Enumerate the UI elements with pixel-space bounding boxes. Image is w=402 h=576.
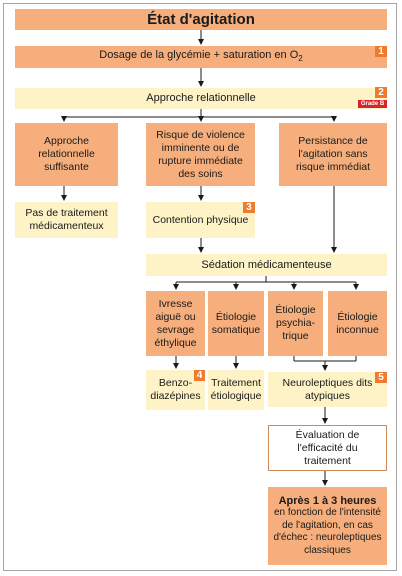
diagram-frame [3, 3, 397, 571]
step-tag-4: 4 [194, 370, 205, 381]
sedation-text: Sédation médicamenteuse [201, 258, 332, 271]
glycemia-text: Dosage de la glycémie + saturation en O2 [99, 48, 303, 64]
etiology-somatic-box: Étiologie somatique [208, 291, 264, 356]
etiology-psychiatric-box: Étiologie psychia-trique [268, 291, 323, 356]
sedation-box: Sédation médicamenteuse [146, 254, 387, 276]
physical-restraint-box: Contention physique [146, 202, 255, 238]
step-tag-2: 2 [375, 87, 387, 98]
neuroleptics-box: Neuroleptiques dits atypiques [268, 372, 387, 407]
etiologic-treatment-text: Traitement étiologique [210, 377, 262, 402]
etiology-somatic-text: Étiologie somatique [211, 310, 261, 336]
persistent-agitation-box: Persistance de l'agitation sans risque i… [279, 123, 387, 186]
glycemia-box: Dosage de la glycémie + saturation en O2 [15, 46, 387, 68]
step-tag-5: 5 [375, 372, 387, 383]
evaluation-text: Évaluation de l'efficacité du traitement [295, 428, 360, 467]
relational-approach-box: Approche relationnelle [15, 88, 387, 109]
step-tag-1: 1 [375, 46, 387, 57]
physical-restraint-text: Contention physique [152, 213, 249, 226]
benzodiazepines-text: Benzo-diazépines [150, 377, 201, 402]
relational-approach-text: Approche relationnelle [146, 92, 256, 104]
etiologic-treatment-box: Traitement étiologique [208, 370, 264, 410]
title-text: État d'agitation [147, 11, 255, 28]
etiology-alcohol-box: Ivresse aiguë ou sevrage éthylique [146, 291, 205, 356]
step-tag-3: 3 [243, 202, 255, 213]
etiology-unknown-text: Étiologie inconnue [336, 310, 379, 336]
etiology-unknown-box: Étiologie inconnue [328, 291, 387, 356]
neuroleptics-text: Neuroleptiques dits atypiques [282, 376, 373, 402]
persistent-agitation-text: Persistance de l'agitation sans risque i… [295, 135, 371, 173]
violence-risk-text: Risque de violence imminente ou de ruptu… [156, 128, 245, 180]
final-text: en fonction de l'intensité de l'agitatio… [273, 507, 382, 556]
title-box: État d'agitation [15, 9, 387, 30]
etiology-alcohol-text: Ivresse aiguë ou sevrage éthylique [154, 297, 197, 349]
relational-sufficient-box: Approche relationnelle suffisante [15, 123, 118, 186]
no-medication-text: Pas de traitement médicamenteux [25, 207, 108, 232]
violence-risk-box: Risque de violence imminente ou de ruptu… [146, 123, 255, 186]
no-medication-box: Pas de traitement médicamenteux [15, 202, 118, 238]
final-box: Après 1 à 3 heures en fonction de l'inte… [268, 487, 387, 565]
grade-badge: Grade B [358, 100, 387, 108]
evaluation-box: Évaluation de l'efficacité du traitement [268, 425, 387, 471]
o2-subscript: 2 [298, 54, 303, 64]
relational-sufficient-text: Approche relationnelle suffisante [38, 135, 95, 173]
etiology-psychiatric-text: Étiologie psychia-trique [275, 304, 316, 342]
final-bold-text: Après 1 à 3 heures [278, 494, 377, 507]
